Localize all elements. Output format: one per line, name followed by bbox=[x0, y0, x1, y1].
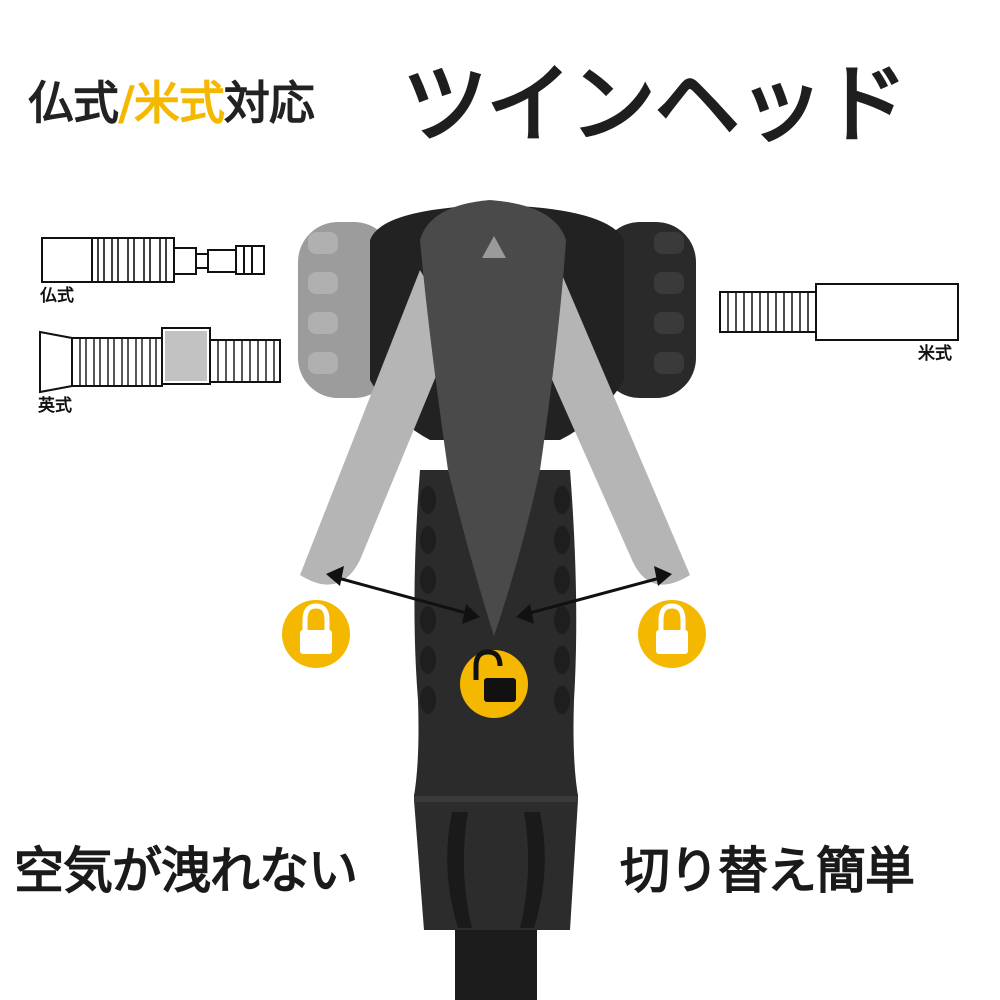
lock-open-icon bbox=[460, 649, 528, 718]
dunlop-valve-diagram bbox=[39, 327, 281, 394]
easy-switch-caption: 切り替え簡単 bbox=[620, 842, 915, 900]
pump-body bbox=[414, 470, 578, 1000]
lock-closed-icon bbox=[638, 600, 706, 668]
twin-head-title: ツインヘッド bbox=[402, 55, 908, 155]
pump-head bbox=[298, 200, 696, 636]
schrader-valve-diagram bbox=[719, 283, 959, 341]
presta-valve-diagram bbox=[41, 237, 265, 283]
schrader-valve-label: 米式 bbox=[918, 344, 952, 364]
presta-valve-label: 仏式 bbox=[40, 286, 74, 306]
title-compatible: 対応 bbox=[223, 76, 315, 130]
no-air-leak-caption: 空気が洩れない bbox=[14, 842, 358, 900]
title-slash: / bbox=[118, 76, 135, 130]
dunlop-valve-label: 英式 bbox=[38, 396, 72, 416]
title-schrader: 米式 bbox=[133, 76, 225, 130]
lock-closed-icon bbox=[282, 600, 350, 668]
compatibility-title: 仏式/米式対応 bbox=[28, 80, 315, 126]
switch-arrows bbox=[326, 566, 672, 624]
title-presta: 仏式 bbox=[28, 76, 119, 130]
